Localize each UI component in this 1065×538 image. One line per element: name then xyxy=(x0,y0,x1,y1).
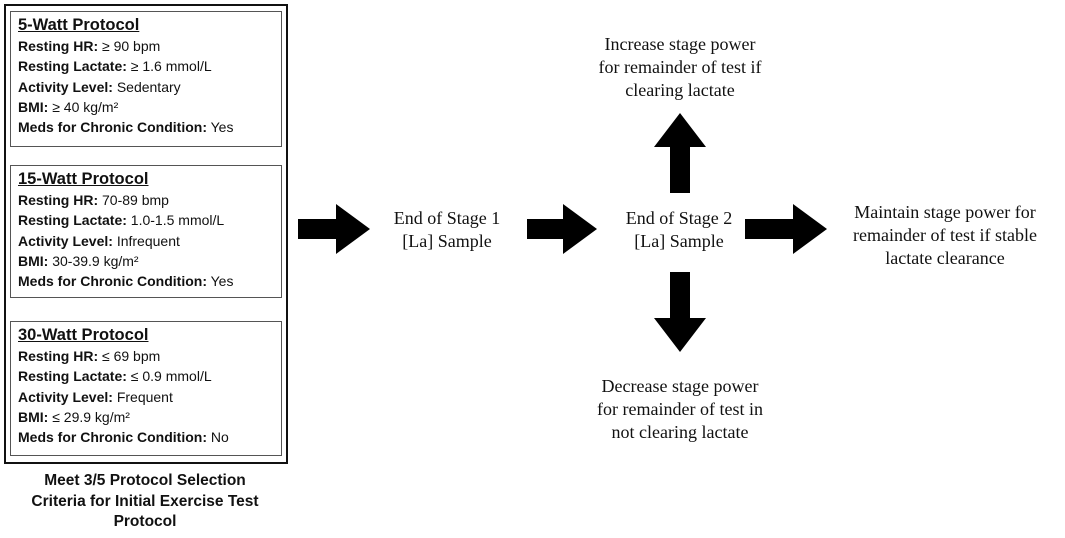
protocol-box-5-watt: 5-Watt Protocol Resting HR: ≥ 90 bpm Res… xyxy=(10,11,282,147)
arrow-down-icon xyxy=(654,272,706,352)
increase-line: Increase stage power xyxy=(604,34,756,54)
protocol-title: 15-Watt Protocol xyxy=(18,170,149,188)
decrease-power-node: Decrease stage power for remainder of te… xyxy=(560,375,800,444)
criteria-row: Meds for Chronic Condition: Yes xyxy=(18,117,281,137)
increase-line: clearing lactate xyxy=(625,80,735,100)
criteria-row: Activity Level: Sedentary xyxy=(18,77,281,97)
arrow-right-icon xyxy=(298,204,370,254)
maintain-line: Maintain stage power for xyxy=(854,202,1036,222)
arrow-right-icon xyxy=(527,204,597,254)
criteria-value: ≥ 40 kg/m² xyxy=(48,98,119,115)
decrease-line: Decrease stage power xyxy=(601,376,759,396)
criteria-row: Resting HR: ≥ 90 bpm xyxy=(18,36,281,56)
criteria-value: Frequent xyxy=(112,388,173,405)
criteria-row: BMI: ≥ 40 kg/m² xyxy=(18,97,281,117)
increase-power-node: Increase stage power for remainder of te… xyxy=(560,33,800,102)
criteria-value: 70-89 bmp xyxy=(98,192,169,208)
criteria-value: Sedentary xyxy=(112,78,181,95)
criteria-label: BMI: xyxy=(18,252,49,269)
protocol-selection-frame xyxy=(4,4,288,464)
criteria-label: BMI: xyxy=(18,98,49,115)
criteria-label: Resting HR: xyxy=(18,192,99,208)
criteria-label: Resting Lactate: xyxy=(18,58,127,75)
stage-2-line: End of Stage 2 xyxy=(625,208,733,228)
criteria-label: BMI: xyxy=(18,408,49,425)
criteria-value: ≥ 90 bpm xyxy=(98,38,161,54)
criteria-value: Yes xyxy=(206,273,234,290)
criteria-row: Resting HR: ≤ 69 bpm xyxy=(18,346,281,366)
decrease-line: not clearing lactate xyxy=(611,422,749,442)
arrow-up-icon xyxy=(654,113,706,193)
criteria-row: Activity Level: Frequent xyxy=(18,387,281,407)
criteria-label: Activity Level: xyxy=(18,78,113,95)
increase-line: for remainder of test if xyxy=(598,57,762,77)
maintain-line: remainder of test if stable xyxy=(853,225,1037,245)
criteria-row: Resting Lactate: 1.0-1.5 mmol/L xyxy=(18,210,281,230)
criteria-row: Meds for Chronic Condition: Yes xyxy=(18,271,281,291)
arrow-right-icon xyxy=(745,204,827,254)
stage-1-line: [La] Sample xyxy=(402,231,492,251)
protocol-title: 30-Watt Protocol xyxy=(18,326,149,344)
caption-line: Protocol xyxy=(113,513,177,530)
criteria-row: Meds for Chronic Condition: No xyxy=(18,427,281,447)
criteria-value: ≥ 1.6 mmol/L xyxy=(126,58,212,75)
criteria-row: BMI: 30-39.9 kg/m² xyxy=(18,251,281,271)
protocol-box-30-watt: 30-Watt Protocol Resting HR: ≤ 69 bpm Re… xyxy=(10,321,282,456)
criteria-value: ≤ 69 bpm xyxy=(98,348,161,364)
criteria-value: 1.0-1.5 mmol/L xyxy=(126,212,225,229)
caption-line: Meet 3/5 Protocol Selection xyxy=(44,472,246,489)
stage-2-line: [La] Sample xyxy=(634,231,724,251)
protocol-selection-caption: Meet 3/5 Protocol Selection Criteria for… xyxy=(0,471,290,533)
criteria-value: ≤ 29.9 kg/m² xyxy=(48,408,130,425)
stage-1-node: End of Stage 1 [La] Sample xyxy=(372,207,522,253)
criteria-row: Activity Level: Infrequent xyxy=(18,231,281,251)
criteria-row: BMI: ≤ 29.9 kg/m² xyxy=(18,407,281,427)
criteria-value: Infrequent xyxy=(112,232,180,249)
criteria-label: Activity Level: xyxy=(18,232,113,249)
criteria-label: Activity Level: xyxy=(18,388,113,405)
criteria-label: Resting HR: xyxy=(18,38,99,54)
maintain-power-node: Maintain stage power for remainder of te… xyxy=(830,201,1060,270)
protocol-box-15-watt: 15-Watt Protocol Resting HR: 70-89 bmp R… xyxy=(10,165,282,298)
stage-1-line: End of Stage 1 xyxy=(393,208,501,228)
protocol-title: 5-Watt Protocol xyxy=(18,16,140,34)
criteria-label: Resting Lactate: xyxy=(18,212,127,229)
criteria-value: No xyxy=(206,429,229,446)
criteria-label: Resting Lactate: xyxy=(18,368,127,385)
criteria-label: Meds for Chronic Condition: xyxy=(18,273,207,290)
decrease-line: for remainder of test in xyxy=(597,399,763,419)
criteria-row: Resting Lactate: ≤ 0.9 mmol/L xyxy=(18,366,281,386)
criteria-row: Resting HR: 70-89 bmp xyxy=(18,190,281,210)
criteria-label: Meds for Chronic Condition: xyxy=(18,429,207,446)
criteria-label: Meds for Chronic Condition: xyxy=(18,119,207,136)
criteria-label: Resting HR: xyxy=(18,348,99,364)
criteria-row: Resting Lactate: ≥ 1.6 mmol/L xyxy=(18,56,281,76)
stage-2-node: End of Stage 2 [La] Sample xyxy=(604,207,754,253)
caption-line: Criteria for Initial Exercise Test xyxy=(31,492,259,510)
maintain-line: lactate clearance xyxy=(885,248,1005,268)
criteria-value: 30-39.9 kg/m² xyxy=(48,252,139,269)
criteria-value: Yes xyxy=(206,119,234,136)
criteria-value: ≤ 0.9 mmol/L xyxy=(126,368,212,385)
